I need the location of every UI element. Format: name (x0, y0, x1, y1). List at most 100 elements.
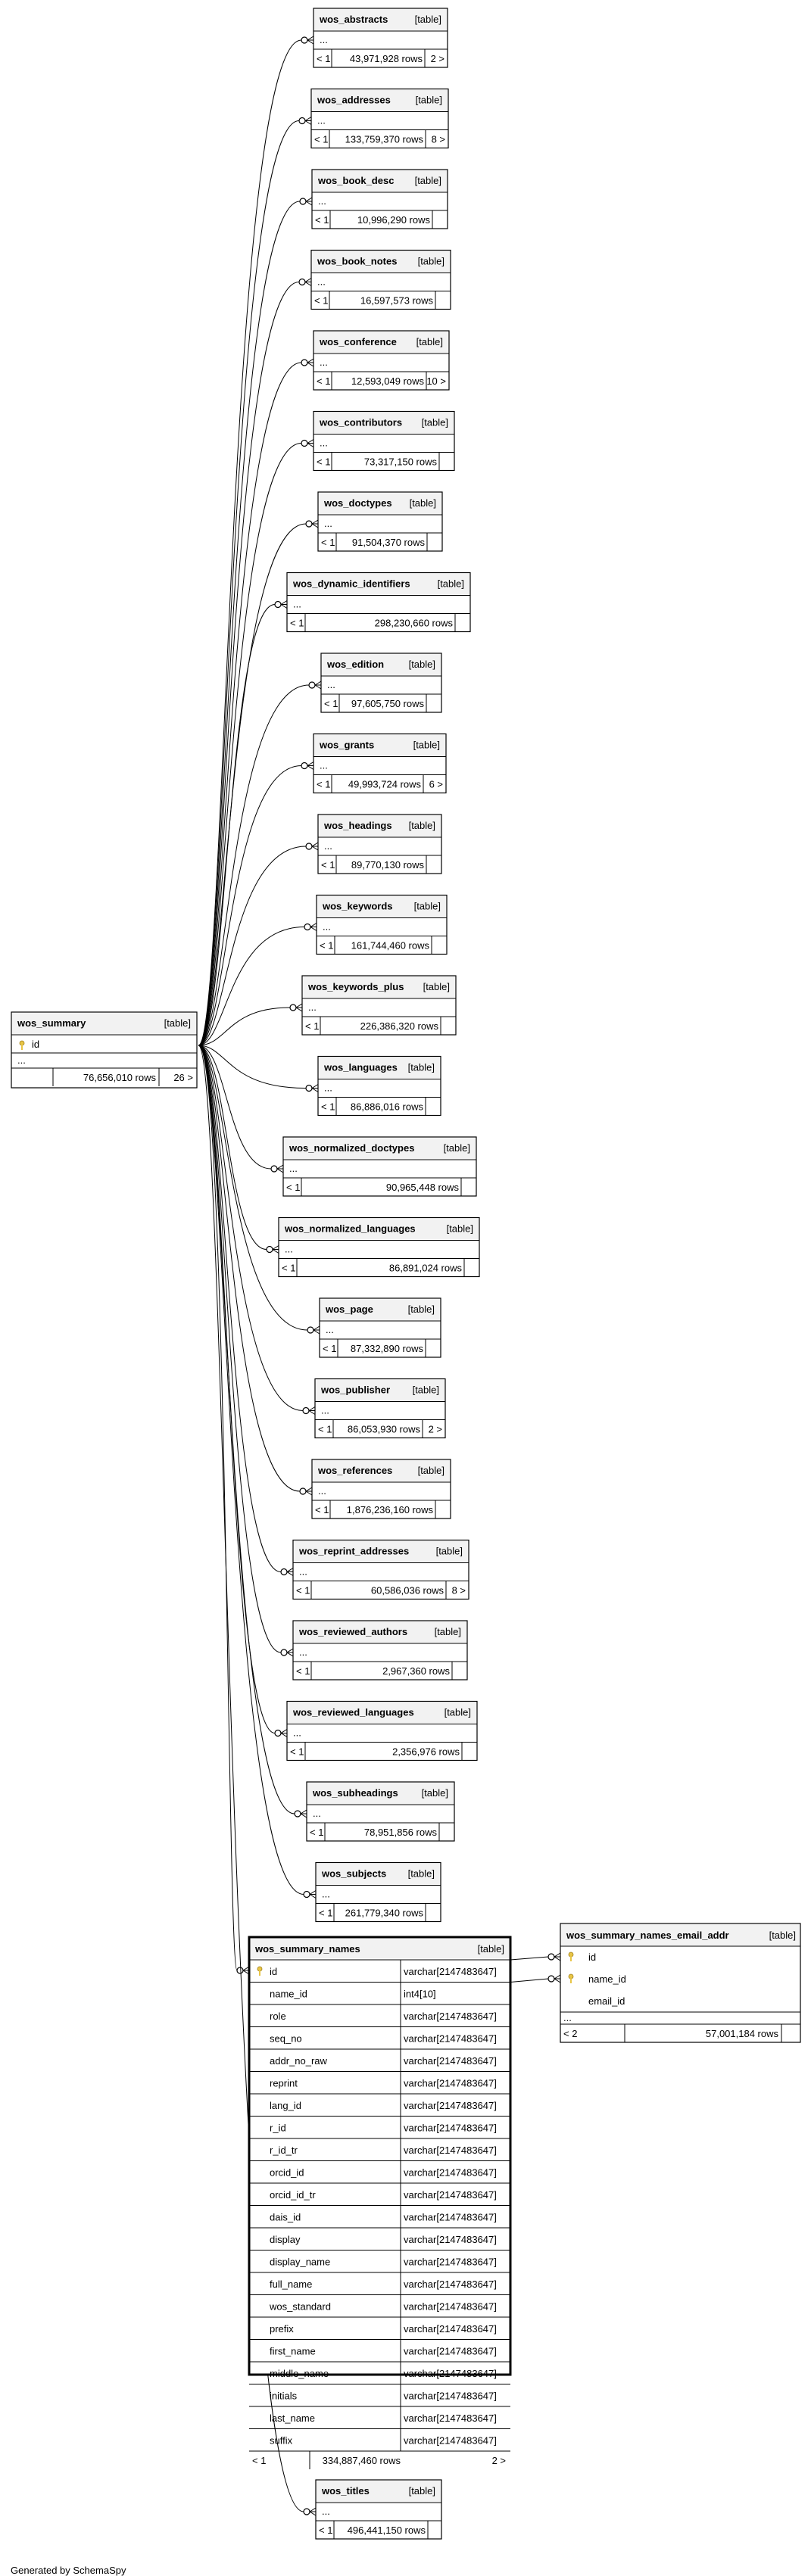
table-tag: [table] (418, 1465, 444, 1476)
table-ellipsis: ... (326, 1324, 334, 1335)
zero-marker (280, 1568, 288, 1576)
edge-to-wos-subjects (198, 1045, 317, 1899)
many-marker (310, 923, 317, 931)
child-count: 2 > (492, 2455, 506, 2466)
row-count: 90,965,448 rows (386, 1182, 460, 1193)
many-marker (280, 1729, 288, 1737)
table-tag: [table] (418, 256, 444, 267)
parent-count: < 1 (319, 2525, 332, 2536)
table-ellipsis: ... (313, 1808, 321, 1819)
table-header (319, 815, 441, 836)
table-wos-summary-names-email-addr[interactable]: wos_summary_names_email_addr[table]idnam… (560, 1923, 801, 2043)
column-type: varchar[2147483647] (404, 2078, 497, 2089)
column-row[interactable]: email_id (588, 1995, 625, 2007)
table-header (561, 1924, 800, 1945)
column-row[interactable]: name_id (568, 1973, 626, 1985)
zero-marker (298, 278, 306, 286)
table-header (320, 1299, 440, 1320)
table-name: wos_publisher (320, 1385, 390, 1396)
many-marker (314, 681, 322, 690)
table-tag: [table] (435, 1626, 461, 1637)
parent-count: < 1 (290, 618, 304, 629)
row-count: 73,317,150 rows (364, 456, 438, 468)
row-count: 43,971,928 rows (350, 53, 423, 64)
column-name: first_name (270, 2346, 316, 2357)
table-name: wos_summary_names_email_addr (566, 1930, 729, 1941)
edge-to-wos-edition (198, 681, 322, 1046)
table-name: wos_references (317, 1465, 392, 1476)
many-marker (295, 1003, 303, 1012)
table-header (314, 734, 445, 756)
zero-marker (266, 1245, 273, 1254)
zero-marker (307, 1326, 314, 1334)
many-marker (313, 1325, 320, 1335)
edge-line (198, 362, 302, 1046)
table-name: wos_reviewed_authors (298, 1626, 407, 1637)
table-header (12, 1013, 196, 1034)
table-name: wos_doctypes (323, 497, 392, 509)
parent-count: < 1 (319, 1908, 332, 1919)
parent-count: < 1 (305, 1020, 319, 1032)
many-marker (311, 1084, 319, 1092)
edge-line (198, 282, 300, 1046)
table-tag: [table] (409, 820, 435, 831)
table-tag: [table] (444, 1707, 471, 1718)
zero-marker (305, 843, 313, 850)
edge-line (198, 1045, 307, 1089)
column-row[interactable]: id (568, 1951, 596, 1963)
edge-line (198, 604, 276, 1046)
zero-marker (301, 36, 308, 44)
column-type: varchar[2147483647] (404, 2412, 497, 2424)
